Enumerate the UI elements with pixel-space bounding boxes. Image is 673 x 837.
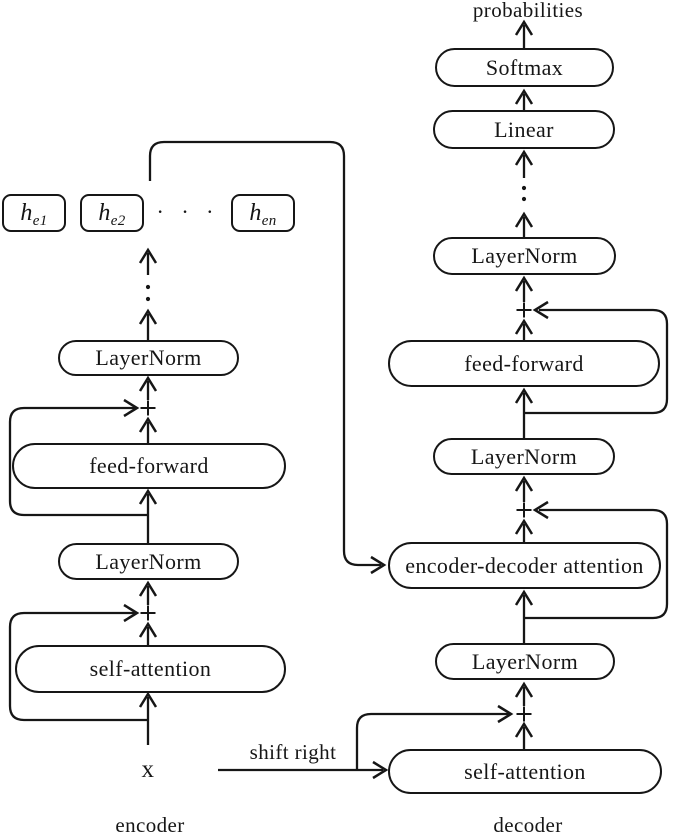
encoder-layernorm-lower-label: LayerNorm (95, 548, 202, 574)
decoder-enc-dec-attention-block: encoder-decoder attention (388, 542, 661, 589)
encoder-ff-residual-arrow (123, 398, 140, 418)
decoder-into-softmax-arrow (514, 88, 534, 105)
decoder-encdec-plus (516, 502, 532, 518)
decoder-selfattn-residual-loop (355, 712, 509, 770)
encoder-to-decoder-line (148, 140, 381, 567)
encoder-into-layernorm-lower-arrow (138, 580, 158, 597)
shift-right-label: shift right (249, 740, 337, 764)
decoder-ff-residual-loop (524, 308, 669, 415)
h2-label: he2 (98, 199, 126, 229)
encoder-stack-mid-arrow (138, 308, 158, 325)
encoder-outputs-ellipsis: · · · (156, 199, 220, 224)
decoder-feed-forward-label: feed-forward (464, 350, 584, 376)
decoder-selfattn-residual-arrow (497, 704, 514, 724)
decoder-layernorm-middle-label: LayerNorm (470, 443, 578, 469)
encoder-input-arrow (138, 691, 158, 708)
decoder-into-layernorm-upper-arrow (514, 275, 534, 292)
decoder-to-probabilities-arrow (514, 19, 534, 36)
decoder-column-label: decoder (493, 813, 563, 837)
probabilities-label: probabilities (472, 0, 584, 22)
encoder-selfattn-residual-arrow (123, 603, 140, 623)
decoder-selfattn-to-plus-arrow (514, 721, 534, 738)
decoder-self-attention-block: self-attention (388, 749, 662, 794)
stack-ellipsis-dot (145, 284, 151, 290)
hn-label: hen (249, 199, 277, 229)
encoder-to-decoder-arrow (370, 555, 387, 575)
encoder-feed-forward-label: feed-forward (89, 453, 209, 478)
encoder-to-h-arrow (138, 247, 158, 264)
decoder-softmax-label: Softmax (485, 54, 564, 80)
decoder-feed-forward-block: feed-forward (388, 340, 660, 387)
decoder-layernorm-lower-block: LayerNorm (435, 643, 615, 680)
encoder-self-attention-label: self-attention (89, 656, 212, 681)
encoder-layernorm-lower-block: LayerNorm (58, 543, 239, 580)
encoder-ff-plus (140, 400, 156, 416)
decoder-layernorm-upper-label: LayerNorm (471, 243, 578, 268)
encoder-self-attention-block: self-attention (15, 645, 286, 693)
encoder-input-label: x (141, 756, 155, 783)
decoder-into-layernorm-lower-arrow (514, 681, 534, 698)
stack-ellipsis-dot (521, 196, 527, 202)
encoder-selfattn-plus (140, 605, 156, 621)
encoder-output-hn-box: hen (231, 194, 295, 232)
decoder-layernorm-upper-block: LayerNorm (433, 237, 616, 275)
decoder-encdec-residual-arrow (532, 500, 549, 520)
decoder-selfattn-plus (516, 706, 532, 722)
stack-ellipsis-dot (521, 185, 527, 191)
decoder-softmax-block: Softmax (435, 48, 614, 87)
encoder-ff-residual-loop (8, 406, 148, 517)
decoder-into-linear-arrow (514, 149, 534, 166)
encoder-layernorm-upper-block: LayerNorm (58, 340, 239, 376)
decoder-self-attention-label: self-attention (464, 758, 586, 784)
shift-right-arrow (372, 760, 389, 780)
decoder-stack-mid-arrow (514, 211, 534, 228)
encoder-selfattn-residual-loop (8, 611, 148, 722)
encoder-ff-to-plus-arrow (138, 416, 158, 433)
decoder-layernorm-lower-label: LayerNorm (471, 648, 579, 674)
stack-ellipsis-dot (145, 296, 151, 302)
decoder-ff-residual-arrow (532, 300, 549, 320)
encoder-output-h2-box: he2 (80, 194, 144, 232)
decoder-ff-to-plus-arrow (514, 318, 534, 335)
decoder-into-layernorm-middle-arrow (514, 475, 534, 492)
decoder-ff-plus (516, 302, 532, 318)
decoder-into-ff-arrow (514, 387, 534, 404)
decoder-linear-block: Linear (433, 110, 615, 149)
decoder-enc-dec-attention-label: encoder-decoder attention (405, 552, 644, 578)
encoder-feed-forward-block: feed-forward (12, 443, 286, 489)
decoder-layernorm-middle-block: LayerNorm (433, 438, 615, 475)
encoder-layernorm-upper-label: LayerNorm (95, 345, 202, 370)
decoder-into-encdec-arrow (514, 589, 534, 606)
encoder-into-layernorm-upper-arrow (138, 375, 158, 392)
h1-label: he1 (20, 199, 48, 229)
encoder-selfattn-to-plus-arrow (138, 621, 158, 638)
decoder-linear-label: Linear (494, 116, 554, 142)
encoder-column-label: encoder (115, 813, 185, 837)
decoder-encdec-residual-loop (524, 508, 669, 620)
decoder-encdec-to-plus-arrow (514, 518, 534, 535)
encoder-into-ff-arrow (138, 488, 158, 505)
encoder-output-h1-box: he1 (2, 194, 66, 232)
